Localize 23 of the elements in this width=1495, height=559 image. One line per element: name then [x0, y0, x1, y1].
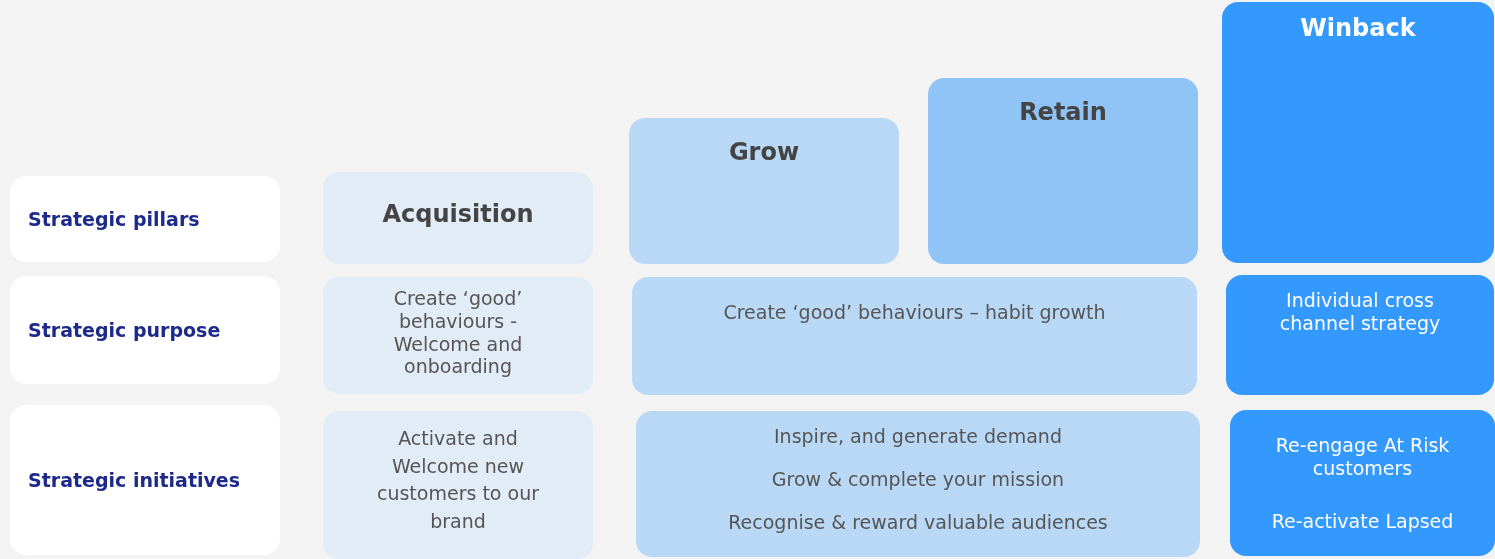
body-text: Create ‘good’ behaviours – habit growth	[723, 301, 1106, 324]
body-text: Create ‘good’ behaviours - Welcome and onboarding	[392, 287, 524, 379]
purpose-box	[632, 277, 1197, 395]
purpose-box	[1226, 275, 1494, 395]
body-text: Re-activate Lapsed	[1271, 509, 1454, 533]
pillar-title: Retain	[1019, 98, 1107, 126]
body-text: Individual cross channel strategy	[1278, 289, 1442, 335]
pillar-title: Winback	[1300, 14, 1416, 42]
body-text: Re-engage At Risk customers	[1274, 434, 1451, 480]
initiative-box	[636, 411, 1200, 557]
pillar-title: Grow	[728, 138, 800, 166]
row-title: Strategic pillars	[28, 208, 200, 230]
initiative-box	[1230, 410, 1495, 556]
row-title: Strategic purpose	[28, 319, 221, 341]
body-text: Inspire, and generate demand	[774, 425, 1062, 448]
body-text: Recognise & reward valuable audiences	[728, 510, 1108, 534]
pillar-title: Acquisition	[382, 200, 534, 228]
row-title: Strategic initiatives	[28, 469, 241, 491]
body-text: Activate and Welcome new customers to our brand	[376, 426, 540, 534]
pillar-box	[928, 78, 1198, 264]
body-text: Grow & complete your mission	[771, 467, 1065, 491]
pillar-box	[629, 118, 899, 264]
pillar-box	[1222, 2, 1494, 263]
